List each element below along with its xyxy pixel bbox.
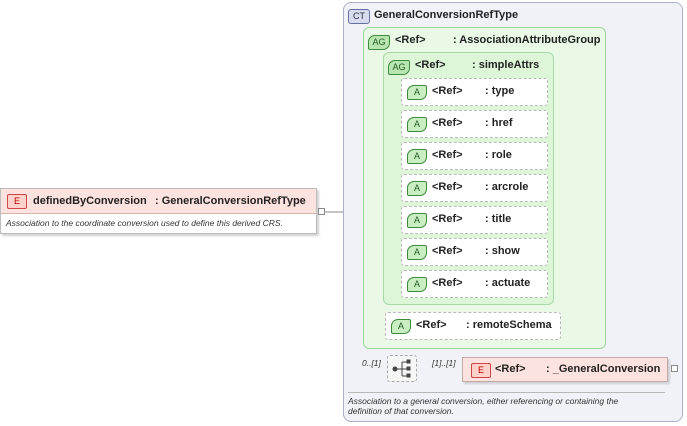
remote-schema-ref: <Ref> [416, 319, 447, 331]
element-description: Association to the coordinate conversion… [6, 218, 283, 228]
attribute-name: : show [485, 245, 520, 257]
attribute-ref: <Ref> [432, 85, 463, 97]
attribute-ref: <Ref> [432, 181, 463, 193]
divider [348, 392, 665, 393]
attribute-badge: A [407, 117, 427, 132]
sequence-cardinality: 0..[1] [362, 358, 381, 368]
expand-toggle-icon[interactable] [671, 365, 678, 372]
simple-attrs-name: : simpleAttrs [472, 59, 540, 71]
attribute-ref: <Ref> [432, 277, 463, 289]
remote-schema-name: : remoteSchema [466, 319, 552, 331]
attribute-name: : actuate [485, 277, 531, 289]
attribute-show[interactable]: A <Ref> : show [401, 238, 548, 266]
element-type: : GeneralConversionRefType [155, 195, 306, 207]
attribute-ref: <Ref> [432, 149, 463, 161]
sequence-icon [392, 359, 411, 378]
attribute-name: : title [485, 213, 512, 225]
attribute-badge: A [407, 85, 427, 100]
attribute-name: : role [485, 149, 512, 161]
collapse-toggle-icon[interactable] [318, 208, 325, 215]
attribute-badge: A [391, 319, 411, 334]
attribute-ref: <Ref> [432, 245, 463, 257]
general-conversion-ref: <Ref> [495, 363, 526, 375]
association-group-ref: <Ref> [395, 34, 426, 46]
attribute-name: : href [485, 117, 513, 129]
attribute-badge: A [407, 181, 427, 196]
attribute-type[interactable]: A <Ref> : type [401, 78, 548, 106]
attribute-ref: <Ref> [432, 213, 463, 225]
attribute-badge: A [407, 277, 427, 292]
complex-type-description-line-1: Association to a general conversion, eit… [348, 396, 619, 406]
attribute-href[interactable]: A <Ref> : href [401, 110, 548, 138]
attribute-group-badge: AG [368, 35, 390, 50]
attribute-actuate[interactable]: A <Ref> : actuate [401, 270, 548, 298]
attribute-remote-schema[interactable]: A <Ref> : remoteSchema [385, 312, 561, 340]
general-conversion-name: : _GeneralConversion [546, 363, 661, 375]
general-conversion-element[interactable]: E <Ref> : _GeneralConversion [462, 357, 668, 382]
attribute-badge: A [407, 149, 427, 164]
child-cardinality: [1]..[1] [432, 358, 456, 368]
complex-type-description: Association to a general conversion, eit… [348, 396, 678, 416]
complex-type-badge: CT [348, 9, 370, 24]
element-name: definedByConversion [33, 195, 147, 207]
attribute-title[interactable]: A <Ref> : title [401, 206, 548, 234]
complex-type-name: GeneralConversionRefType [374, 9, 519, 21]
simple-attrs-ref: <Ref> [415, 59, 446, 71]
element-badge: E [471, 363, 491, 378]
defined-by-conversion-element[interactable]: E definedByConversion : GeneralConversio… [0, 188, 317, 234]
attribute-badge: A [407, 245, 427, 260]
simple-attrs-badge: AG [388, 60, 410, 75]
complex-type-description-line-2: definition of that conversion. [348, 406, 454, 416]
element-header: E definedByConversion : GeneralConversio… [1, 189, 316, 214]
attribute-name: : type [485, 85, 515, 97]
attribute-badge: A [407, 213, 427, 228]
element-badge: E [7, 194, 27, 209]
attribute-arcrole[interactable]: A <Ref> : arcrole [401, 174, 548, 202]
attribute-role[interactable]: A <Ref> : role [401, 142, 548, 170]
attribute-ref: <Ref> [432, 117, 463, 129]
sequence-compositor[interactable] [387, 355, 417, 382]
attribute-name: : arcrole [485, 181, 529, 193]
association-group-name: : AssociationAttributeGroup [453, 34, 601, 46]
